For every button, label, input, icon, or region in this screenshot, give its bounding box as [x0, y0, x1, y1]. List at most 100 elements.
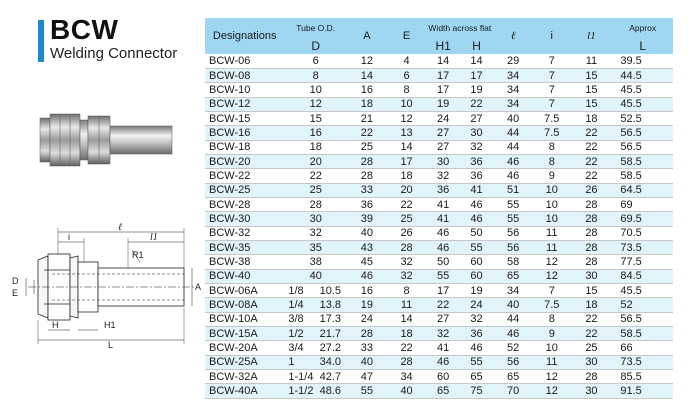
- table-cell: 8: [386, 282, 427, 299]
- table-cell: 27: [426, 125, 460, 141]
- table-cell: 8: [532, 312, 571, 328]
- table-cell: 22: [570, 154, 613, 170]
- table-cell: 45.5: [612, 82, 673, 98]
- table-cell: 28: [347, 326, 387, 342]
- table-cell: 15: [570, 82, 613, 98]
- dimension-drawing: ℓ i l1 R1 D E A H H1 L: [12, 222, 201, 350]
- table-cell: 47: [347, 369, 387, 385]
- col-a: A: [347, 18, 387, 54]
- table-cell: 56: [493, 240, 533, 256]
- table-cell: 14: [426, 54, 460, 69]
- table-cell: 24: [426, 111, 460, 127]
- table-cell: 16: [284, 125, 348, 141]
- table-cell: BCW-06A: [205, 282, 285, 299]
- table-cell: 10: [532, 340, 571, 356]
- table-cell: 56.5: [612, 140, 673, 155]
- table-cell: 1/8: [284, 282, 318, 299]
- table-cell: 35: [284, 240, 348, 256]
- table-cell: 22: [386, 197, 427, 213]
- table-cell: 22: [386, 340, 427, 356]
- table-cell: 22: [570, 312, 613, 328]
- table-cell: 10: [532, 183, 571, 198]
- table-cell: BCW-40A: [205, 383, 285, 399]
- table-cell: BCW-28: [205, 197, 285, 213]
- table-cell: 55: [459, 355, 494, 371]
- table-cell: 7: [532, 282, 571, 299]
- col-h1: H1: [426, 37, 460, 54]
- table-cell: 12: [532, 383, 571, 399]
- table-cell: 36: [347, 197, 387, 213]
- table-cell: 21.7: [317, 326, 348, 342]
- table-cell: 56: [493, 355, 533, 371]
- dim-e-label: E: [12, 288, 18, 298]
- table-cell: 18: [570, 297, 613, 313]
- table-cell: 44: [493, 125, 533, 141]
- table-cell: 3/8: [284, 312, 318, 328]
- table-cell: 21: [347, 111, 387, 127]
- table-cell: 19: [459, 282, 494, 299]
- table-cell: 15: [284, 111, 348, 127]
- table-cell: BCW-18: [205, 140, 285, 155]
- table-cell: 44: [493, 140, 533, 155]
- table-cell: 22: [284, 168, 348, 184]
- table-cell: 64.5: [612, 183, 673, 198]
- table-cell: 26: [386, 226, 427, 241]
- col-l1: l1: [570, 18, 613, 54]
- table-cell: 15: [570, 97, 613, 112]
- dim-d-label: D: [12, 276, 19, 286]
- col-h: H: [459, 37, 494, 54]
- table-cell: 8: [284, 68, 348, 84]
- table-cell: 55: [493, 211, 533, 227]
- table-cell: 25: [347, 140, 387, 155]
- table-cell: BCW-06: [205, 54, 285, 69]
- product-panel: BCW Welding Connector: [0, 0, 205, 420]
- table-cell: 50: [426, 254, 460, 270]
- table-cell: 34: [493, 282, 533, 299]
- table-cell: 50: [459, 226, 494, 241]
- table-cell: 14: [459, 54, 494, 69]
- table-cell: 28: [347, 154, 387, 170]
- table-cell: 40: [493, 111, 533, 127]
- table-cell: 55: [347, 383, 387, 399]
- table-cell: 56: [493, 226, 533, 241]
- table-cell: 34: [386, 369, 427, 385]
- col-approx: Approx: [612, 18, 673, 37]
- table-cell: 34.0: [317, 355, 348, 371]
- table-cell: 32: [386, 254, 427, 270]
- table-cell: 40: [284, 269, 348, 285]
- table-cell: 22: [570, 140, 613, 155]
- table-cell: BCW-20A: [205, 340, 285, 356]
- table-cell: 22: [347, 125, 387, 141]
- table-cell: 34: [493, 82, 533, 98]
- table-cell: 46: [459, 197, 494, 213]
- table-cell: 55: [493, 197, 533, 213]
- dim-l1-label: l1: [150, 232, 158, 243]
- table-cell: 43: [347, 240, 387, 256]
- table-cell: 38: [284, 254, 348, 270]
- table-cell: 36: [459, 154, 494, 170]
- table-cell: 12: [532, 254, 571, 270]
- table-cell: 58: [493, 254, 533, 270]
- table-cell: 36: [459, 168, 494, 184]
- table-cell: 7: [532, 82, 571, 98]
- table-cell: 11: [532, 240, 571, 256]
- table-cell: 12: [386, 111, 427, 127]
- table-cell: 32: [459, 312, 494, 328]
- table-cell: 32: [284, 226, 348, 241]
- table-cell: 32: [459, 140, 494, 155]
- table-cell: BCW-38: [205, 254, 285, 270]
- table-cell: 34: [493, 97, 533, 112]
- table-cell: 1-1/2: [284, 383, 318, 399]
